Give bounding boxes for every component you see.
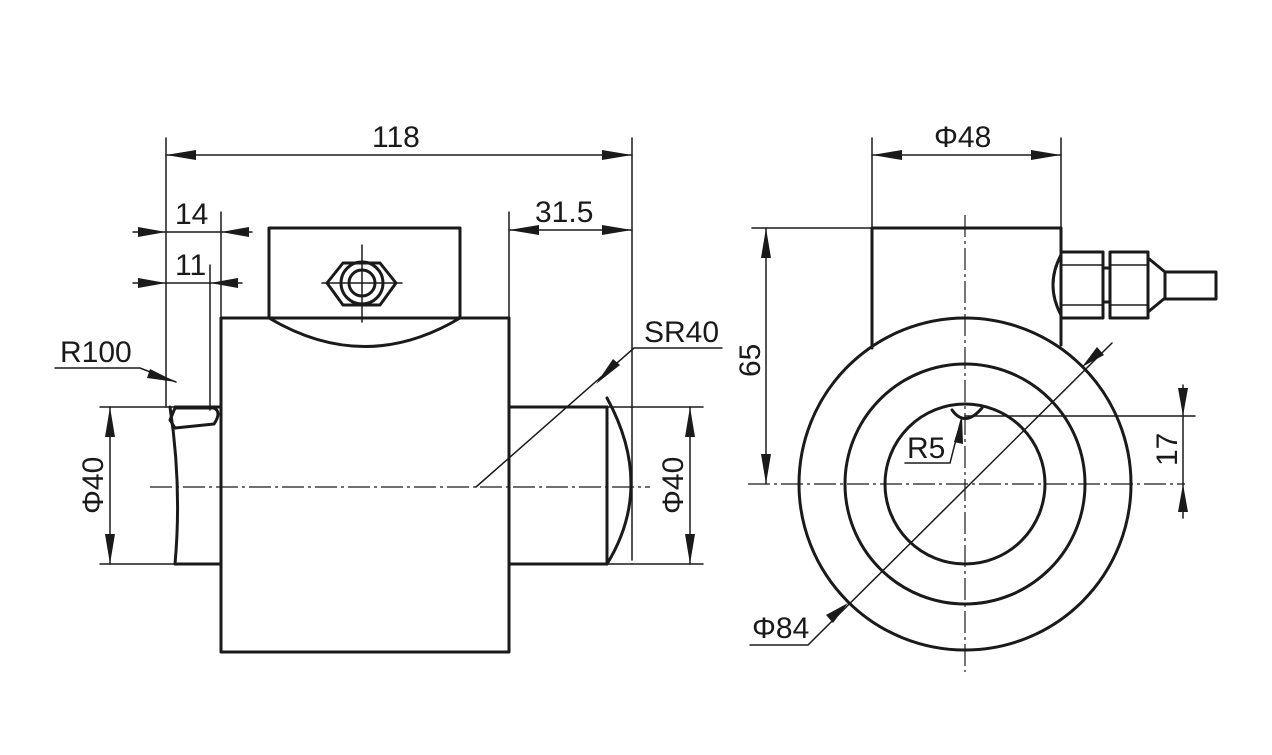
- left-step-outer-label: 14: [175, 198, 208, 231]
- r5-notch: [950, 406, 984, 420]
- dim-left-phi-arrow-top: [105, 407, 115, 437]
- phi84-leader: [749, 342, 1113, 646]
- gland-nut-1: [1059, 250, 1105, 320]
- top-saddle-block: [267, 226, 462, 348]
- dim-11-arrow-right: [210, 278, 238, 288]
- sphere-radius-label: SR40: [644, 316, 719, 349]
- dim-31.5-arrow-left: [509, 225, 539, 235]
- sr40-arrow: [596, 359, 620, 384]
- dim-17-arrow-bottom: [1178, 484, 1188, 512]
- left-radius-label: R100: [60, 336, 132, 369]
- left-diameter-label: Φ40: [77, 457, 110, 514]
- dim-118-arrow-left: [166, 150, 196, 160]
- cable-gland-dome: [1051, 253, 1063, 317]
- dim-phi48-arrow-left: [872, 150, 902, 160]
- overall-length-label: 118: [372, 121, 420, 154]
- offset-label: 17: [1151, 433, 1184, 466]
- dim-phi48-arrow-right: [1031, 150, 1061, 160]
- small-radius-label: R5: [907, 432, 945, 465]
- sr40-leader: [475, 347, 723, 488]
- main-body: [219, 316, 511, 654]
- dim-31.5-arrow-right: [602, 225, 632, 235]
- dim-11-arrow-left: [138, 278, 166, 288]
- gland-nut-2: [1108, 250, 1150, 320]
- left-notch: [168, 406, 220, 430]
- right-sphere-face: [605, 396, 633, 566]
- dim-left-phi-arrow-bottom: [105, 534, 115, 564]
- dim-right-phi-arrow-top: [685, 407, 695, 437]
- right-diameter-label: Φ40: [657, 457, 690, 514]
- r5-arrow: [954, 416, 963, 444]
- phi84-arrow-lower: [826, 603, 848, 623]
- right-stub-label: 31.5: [535, 196, 593, 229]
- dim-14-arrow-left: [138, 227, 166, 237]
- side-view: 118 14 11 31.5 R100 SR40 Φ40: [54, 121, 723, 654]
- dim-right-phi-arrow-bottom: [685, 534, 695, 564]
- gland-taper: [1146, 256, 1167, 314]
- dim-65-arrow-top: [761, 228, 771, 258]
- dim-118-arrow-right: [602, 150, 632, 160]
- outer-diameter-label: Φ84: [752, 612, 809, 645]
- left-r100-face: [168, 405, 180, 566]
- left-step-inner-label: 11: [175, 249, 206, 282]
- dim-65-arrow-bottom: [761, 454, 771, 484]
- end-view: Φ48 65 17 R5 Φ84: [734, 121, 1218, 672]
- top-diameter-label: Φ48: [934, 121, 991, 154]
- dim-14-arrow-right: [221, 227, 249, 237]
- height-label: 65: [734, 344, 767, 377]
- phi84-arrow-upper: [1082, 347, 1104, 367]
- cable: [1163, 270, 1218, 301]
- dim-17-arrow-top: [1178, 388, 1188, 416]
- r100-arrow: [147, 369, 176, 382]
